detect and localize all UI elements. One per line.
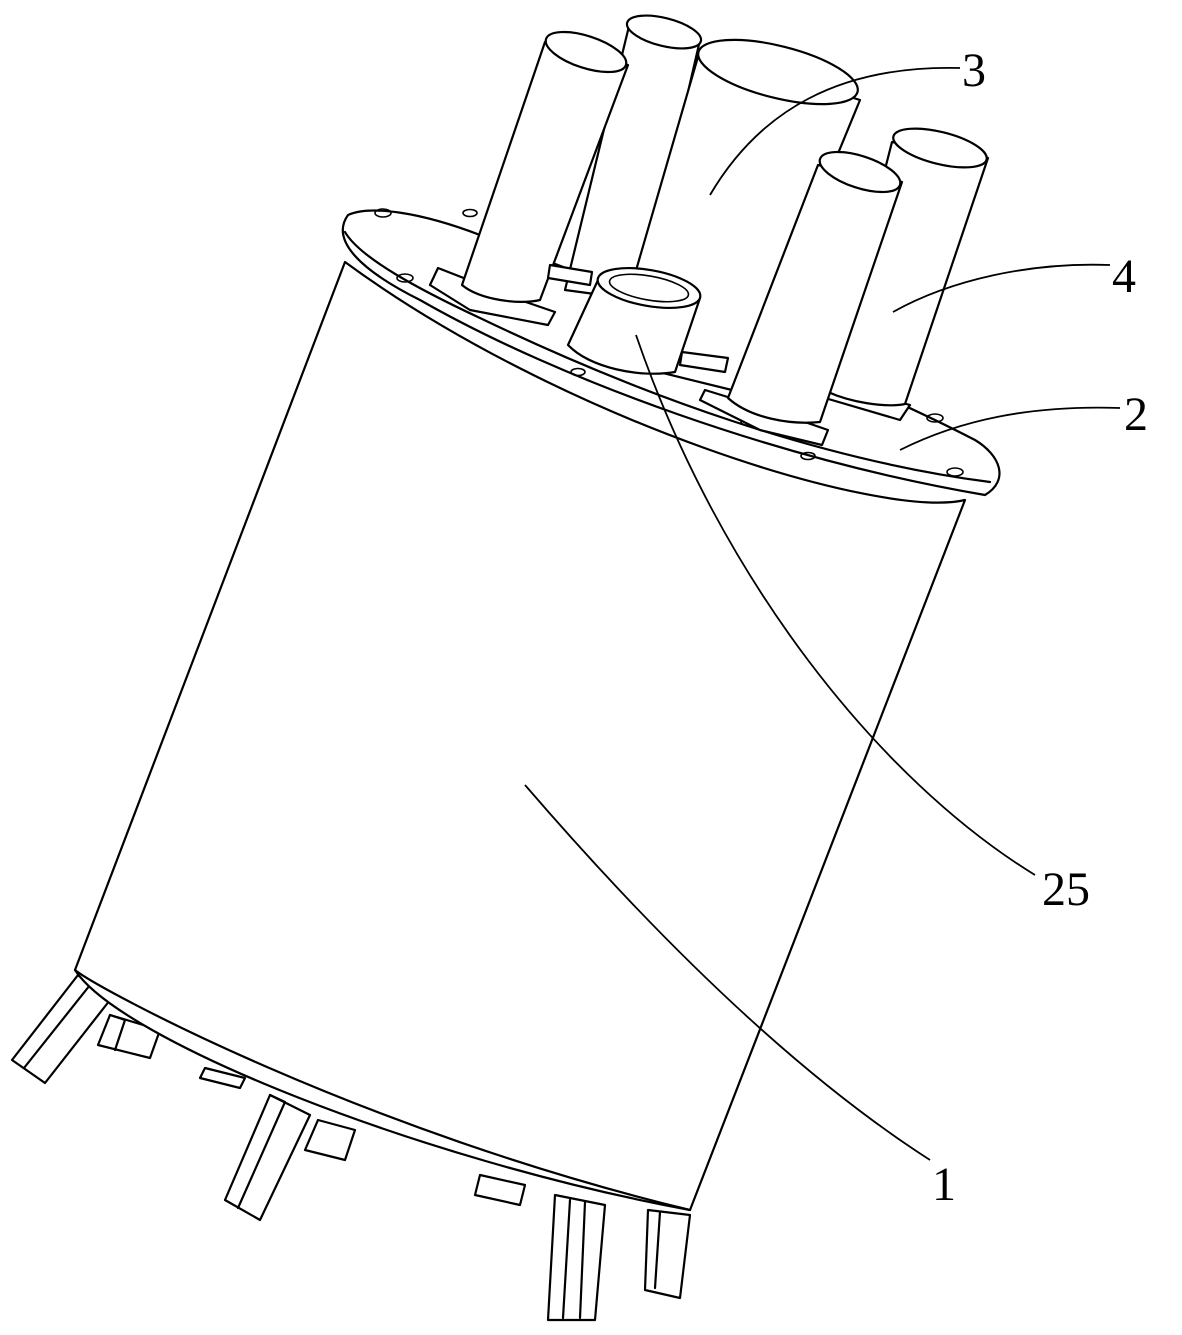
leader-3 <box>709 67 961 196</box>
left-cylinder <box>428 30 630 327</box>
leg-mid-right <box>473 1173 607 1322</box>
callout-1: 1 <box>932 1158 956 1211</box>
leader-2 <box>899 406 1121 451</box>
small-cylinder <box>823 127 990 422</box>
callout-25: 25 <box>1042 863 1090 916</box>
callout-2: 2 <box>1124 388 1148 441</box>
plate-blocks <box>546 263 730 374</box>
leg-right <box>643 1208 692 1300</box>
housing-body <box>73 260 967 1212</box>
center-port <box>566 267 702 375</box>
back-cylinder <box>563 14 703 302</box>
leg-mid-left <box>198 1066 357 1222</box>
middle-cylinder <box>698 150 904 447</box>
leader-4 <box>892 263 1111 313</box>
leader-lines <box>524 67 1121 1161</box>
callouts: 3 4 2 25 1 <box>932 44 1148 1211</box>
bottom-legs <box>10 973 692 1322</box>
leader-1 <box>524 784 931 1161</box>
callout-3: 3 <box>962 44 986 97</box>
callout-4: 4 <box>1112 250 1136 303</box>
leader-25 <box>635 334 1036 876</box>
